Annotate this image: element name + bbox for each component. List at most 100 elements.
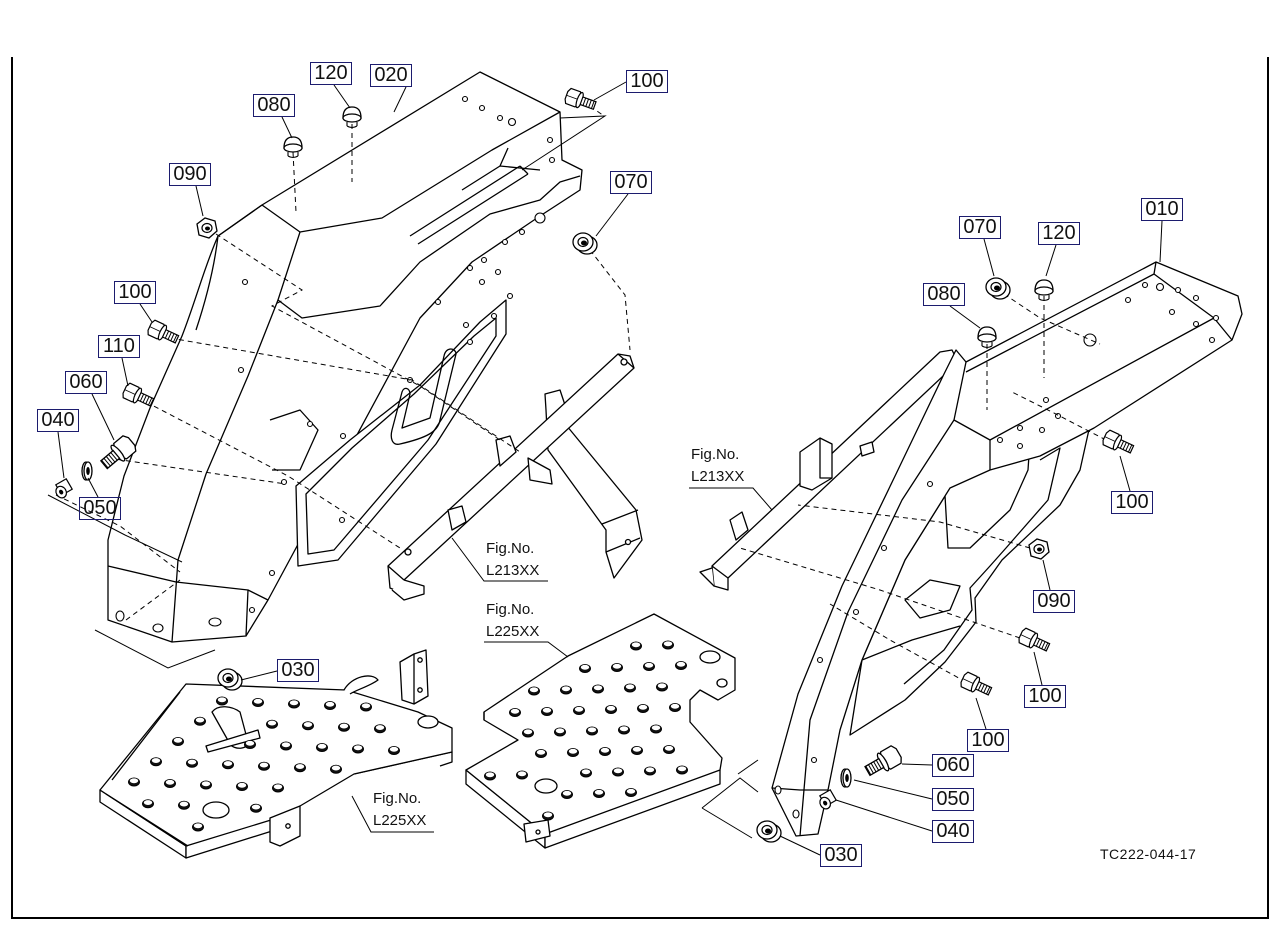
part-110-bolt-left bbox=[120, 381, 156, 411]
figref-code: L225XX bbox=[486, 623, 540, 640]
plate-hole bbox=[280, 741, 292, 751]
step-plate-center bbox=[465, 613, 736, 849]
callout-120-right[interactable]: 120 bbox=[1038, 222, 1080, 245]
callout-060-right[interactable]: 060 bbox=[932, 754, 974, 777]
callout-080-right[interactable]: 080 bbox=[923, 283, 965, 306]
figref-left-l213[interactable]: Fig.No. L213XX bbox=[486, 538, 539, 582]
plate-hole bbox=[625, 788, 637, 797]
figref-code: L213XX bbox=[486, 562, 540, 579]
callout-100-right-3[interactable]: 100 bbox=[967, 729, 1009, 752]
callout-110[interactable]: 110 bbox=[98, 335, 140, 358]
plate-hole bbox=[676, 765, 688, 775]
plate-hole bbox=[592, 684, 604, 694]
part-090-nut-right bbox=[1028, 538, 1050, 560]
plate-hole bbox=[644, 766, 656, 776]
part-090-nut-left bbox=[196, 217, 218, 239]
plate-hole bbox=[516, 770, 528, 780]
plate-hole bbox=[593, 789, 605, 798]
part-070-grommet-left bbox=[572, 232, 598, 255]
plate-hole bbox=[560, 685, 572, 695]
callout-010[interactable]: 010 bbox=[1141, 198, 1183, 221]
step-plate-left bbox=[99, 649, 453, 859]
part-100-bolt-right-2 bbox=[1016, 626, 1052, 656]
figref-right-l213[interactable]: Fig.No. L213XX bbox=[691, 444, 744, 488]
callout-040-left[interactable]: 040 bbox=[37, 409, 79, 432]
callout-030-right[interactable]: 030 bbox=[820, 844, 862, 867]
plate-hole bbox=[509, 708, 521, 717]
plate-hole bbox=[630, 641, 642, 651]
callout-100-top[interactable]: 100 bbox=[626, 70, 668, 93]
leader-lines bbox=[57, 81, 1163, 856]
callout-100-right-2[interactable]: 100 bbox=[1024, 685, 1066, 708]
plate-hole bbox=[272, 783, 284, 793]
plate-hole bbox=[650, 724, 662, 734]
assembly-lines bbox=[55, 105, 1107, 683]
plate-hole bbox=[192, 822, 204, 832]
plate-hole bbox=[360, 702, 372, 712]
plate-hole bbox=[656, 682, 668, 692]
figref-center-l225[interactable]: Fig.No. L225XX bbox=[486, 599, 539, 643]
plate-hole bbox=[388, 746, 400, 755]
plate-hole bbox=[352, 744, 364, 754]
plate-hole bbox=[612, 767, 624, 777]
callout-090-right[interactable]: 090 bbox=[1033, 590, 1075, 613]
plate-hole bbox=[624, 683, 636, 693]
plate-hole bbox=[294, 763, 306, 773]
plate-hole bbox=[244, 740, 256, 749]
part-050-washer-left bbox=[81, 461, 93, 481]
plate-hole bbox=[252, 698, 264, 707]
plate-hole bbox=[663, 745, 675, 754]
plate-hole bbox=[631, 746, 643, 755]
figref-underline-center-l225 bbox=[484, 641, 569, 658]
callout-070-left[interactable]: 070 bbox=[610, 171, 652, 194]
part-100-bolt-right-3 bbox=[958, 670, 994, 700]
callout-100-right-1[interactable]: 100 bbox=[1111, 491, 1153, 514]
callout-070-right[interactable]: 070 bbox=[959, 216, 1001, 239]
plate-hole bbox=[266, 719, 278, 729]
step-plate-center-outline bbox=[465, 613, 736, 835]
step-plate-left-holes bbox=[128, 696, 400, 832]
callout-050-right[interactable]: 050 bbox=[932, 788, 974, 811]
part-030-grommet-right bbox=[756, 820, 782, 843]
plate-hole bbox=[128, 777, 140, 787]
figref-underline-bottom-l225 bbox=[351, 795, 434, 833]
plate-hole bbox=[579, 664, 591, 673]
figref-bottom-l225[interactable]: Fig.No. L225XX bbox=[373, 788, 426, 832]
figref-underline-right-l213 bbox=[689, 487, 773, 511]
figref-code: L213XX bbox=[691, 468, 745, 485]
callout-100-left[interactable]: 100 bbox=[114, 281, 156, 304]
plate-hole bbox=[535, 749, 547, 758]
figref-label: Fig.No. bbox=[691, 446, 740, 463]
plate-hole bbox=[643, 662, 655, 671]
plate-hole bbox=[288, 699, 300, 709]
plate-hole bbox=[200, 780, 212, 790]
figref-code: L225XX bbox=[373, 812, 427, 829]
plate-hole bbox=[567, 748, 579, 757]
figref-label: Fig.No. bbox=[486, 540, 535, 557]
plate-hole bbox=[542, 811, 554, 821]
callout-080-left[interactable]: 080 bbox=[253, 94, 295, 117]
plate-hole bbox=[316, 743, 328, 752]
plate-hole bbox=[236, 782, 248, 791]
fender-right-holes bbox=[774, 281, 1220, 819]
plate-hole bbox=[541, 707, 553, 716]
plate-hole bbox=[250, 803, 262, 813]
plate-hole bbox=[330, 764, 342, 774]
callout-050-left[interactable]: 050 bbox=[79, 497, 121, 520]
part-040-collar-left bbox=[53, 478, 73, 501]
plate-hole bbox=[194, 716, 206, 726]
callout-060-left[interactable]: 060 bbox=[65, 371, 107, 394]
part-100-bolt-left bbox=[145, 318, 181, 348]
plate-hole bbox=[669, 703, 681, 712]
callout-040-right[interactable]: 040 bbox=[932, 820, 974, 843]
callout-030-left[interactable]: 030 bbox=[277, 659, 319, 682]
plate-hole bbox=[573, 706, 585, 715]
figref-label: Fig.No. bbox=[486, 601, 535, 618]
callout-120-left[interactable]: 120 bbox=[310, 62, 352, 85]
plate-hole bbox=[618, 725, 630, 735]
callout-020[interactable]: 020 bbox=[370, 64, 412, 87]
part-100-bolt-right-1 bbox=[1100, 428, 1136, 458]
plate-hole bbox=[374, 724, 386, 734]
callout-090-left[interactable]: 090 bbox=[169, 163, 211, 186]
